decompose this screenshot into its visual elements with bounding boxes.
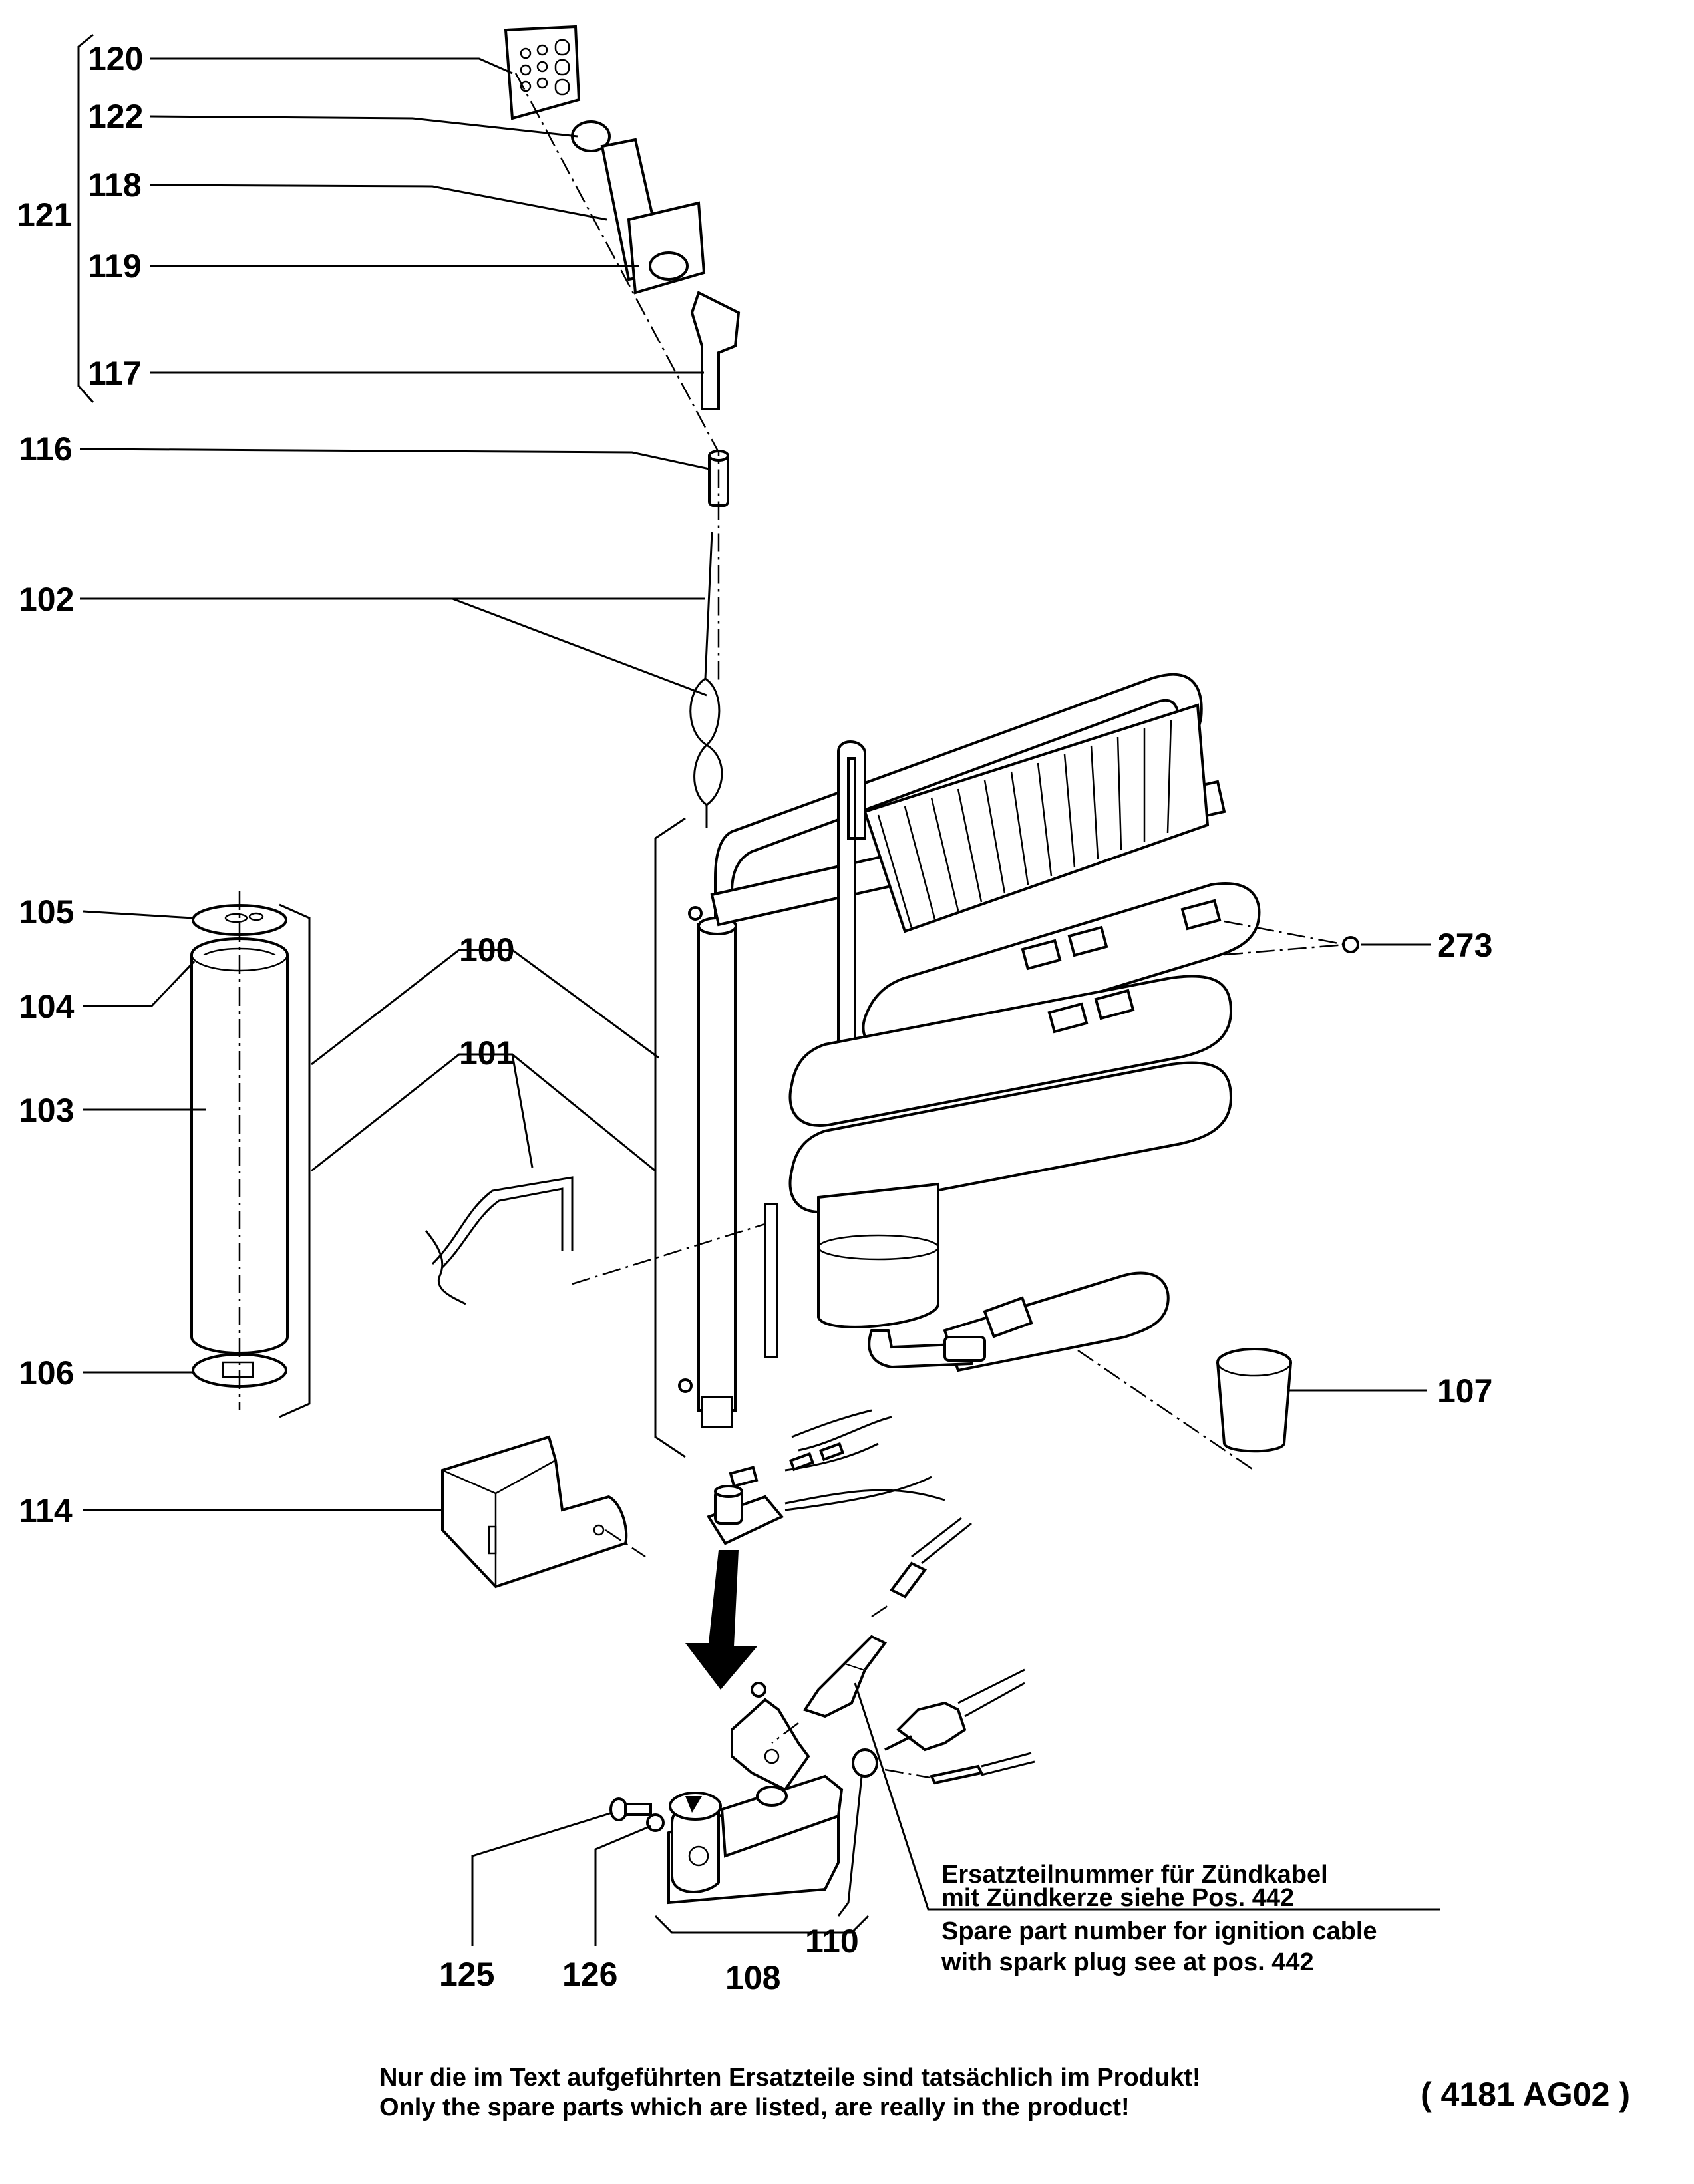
leader-lines xyxy=(77,33,1440,1946)
footer-line1: Nur die im Text aufgeführten Ersatzteile… xyxy=(379,2064,1201,2092)
burner-enlarged-108 xyxy=(609,1517,1035,1934)
label-273: 273 xyxy=(1437,927,1492,964)
label-125: 125 xyxy=(439,1956,494,1993)
label-120: 120 xyxy=(88,40,143,77)
cup-107 xyxy=(1077,1348,1292,1472)
burner-tube-assembly xyxy=(190,891,289,1410)
note-de-line1: Ersatzteilnummer für Zündkabel xyxy=(941,1861,1328,1889)
footer-line2: Only the spare parts which are listed, a… xyxy=(379,2094,1130,2121)
label-104: 104 xyxy=(19,988,75,1025)
note-en-line2: with spark plug see at pos. 442 xyxy=(941,1949,1314,1976)
drawing-code: ( 4181 AG02 ) xyxy=(1421,2076,1630,2113)
note-en-line1: Spare part number for ignition cable xyxy=(941,1917,1377,1945)
cooling-unit-100 xyxy=(678,673,1359,1428)
part-number-labels: 120 122 121 118 119 117 116 102 105 104 … xyxy=(17,40,1492,1996)
label-110: 110 xyxy=(805,1923,859,1960)
label-114: 114 xyxy=(19,1492,73,1529)
note-de-line2: mit Zündkerze siehe Pos. 442 xyxy=(941,1884,1294,1912)
label-118: 118 xyxy=(88,166,142,204)
shield-114 xyxy=(441,1435,646,1589)
label-121: 121 xyxy=(17,196,72,234)
label-108: 108 xyxy=(725,1959,780,1996)
label-119: 119 xyxy=(88,247,142,285)
label-126: 126 xyxy=(562,1956,617,1993)
label-102: 102 xyxy=(19,581,74,618)
label-117: 117 xyxy=(88,355,142,392)
label-100: 100 xyxy=(459,931,514,969)
ignition-cable-note: Ersatzteilnummer für Zündkabel mit Zündk… xyxy=(941,1861,1377,1976)
label-122: 122 xyxy=(88,98,143,135)
label-105: 105 xyxy=(19,893,74,931)
burner-small xyxy=(706,1409,945,1545)
label-101: 101 xyxy=(459,1034,514,1072)
label-116: 116 xyxy=(19,430,73,468)
baffle-wire-102 xyxy=(689,532,723,828)
wire-101 xyxy=(424,1176,766,1305)
label-106: 106 xyxy=(19,1354,74,1392)
label-103: 103 xyxy=(19,1092,74,1129)
footer: Nur die im Text aufgeführten Ersatzteile… xyxy=(379,2064,1630,2121)
down-arrow xyxy=(685,1550,757,1690)
label-107: 107 xyxy=(1437,1372,1492,1410)
flue-assembly xyxy=(504,25,741,685)
